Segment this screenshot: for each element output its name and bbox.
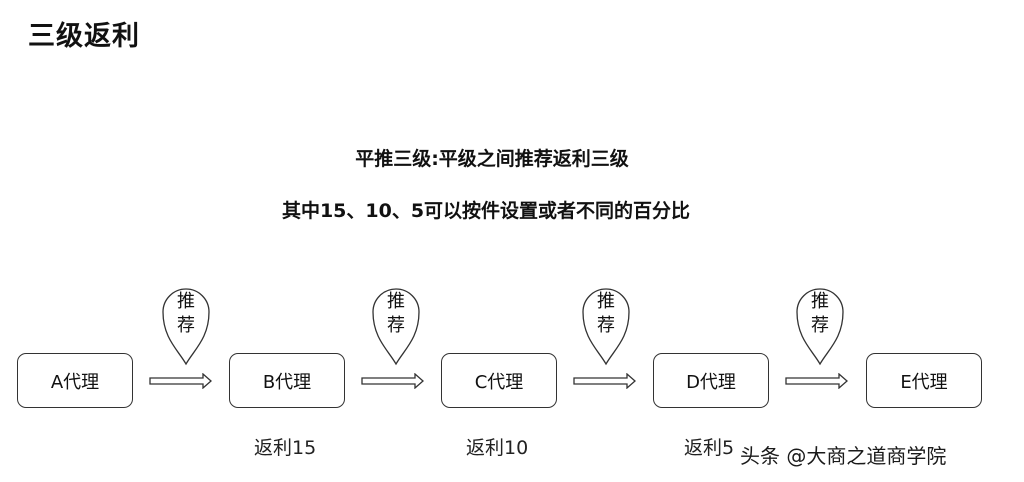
headline-line-1: 平推三级:平级之间推荐返利三级 — [355, 148, 629, 170]
pin-label-line-1: 推 — [811, 291, 829, 312]
recommend-pin-2: 推 荐 — [370, 284, 422, 366]
pin-label-line-1: 推 — [177, 291, 195, 312]
pin-label: 推 荐 — [794, 290, 846, 338]
pin-label: 推 荐 — [580, 290, 632, 338]
page-title: 三级返利 — [28, 21, 140, 52]
node-c: C代理 — [441, 353, 557, 408]
arrow-c-to-d — [573, 373, 636, 389]
node-e: E代理 — [866, 353, 982, 408]
pin-label: 推 荐 — [370, 290, 422, 338]
pin-shape-icon — [582, 288, 630, 366]
pin-shape-icon — [372, 288, 420, 366]
arrow-d-to-e — [785, 373, 848, 389]
pin-label-line-2: 荐 — [387, 315, 405, 336]
pin-label-line-2: 荐 — [597, 315, 615, 336]
rebate-label-d: 返利5 — [684, 437, 735, 459]
pin-shape-icon — [162, 288, 210, 366]
pin-label-line-1: 推 — [597, 291, 615, 312]
rebate-label-b: 返利15 — [254, 437, 317, 459]
watermark: 头条 @大商之道商学院 — [740, 444, 947, 468]
pin-label-line-1: 推 — [387, 291, 405, 312]
node-d: D代理 — [653, 353, 769, 408]
arrow-a-to-b — [149, 373, 212, 389]
recommend-pin-1: 推 荐 — [160, 284, 212, 366]
recommend-pin-4: 推 荐 — [794, 284, 846, 366]
pin-label-line-2: 荐 — [811, 315, 829, 336]
pin-label: 推 荐 — [160, 290, 212, 338]
recommend-pin-3: 推 荐 — [580, 284, 632, 366]
arrow-b-to-c — [361, 373, 424, 389]
node-a: A代理 — [17, 353, 133, 408]
node-b: B代理 — [229, 353, 345, 408]
pin-shape-icon — [796, 288, 844, 366]
pin-label-line-2: 荐 — [177, 315, 195, 336]
rebate-label-c: 返利10 — [466, 437, 529, 459]
headline-line-2: 其中15、10、5可以按件设置或者不同的百分比 — [281, 200, 691, 222]
